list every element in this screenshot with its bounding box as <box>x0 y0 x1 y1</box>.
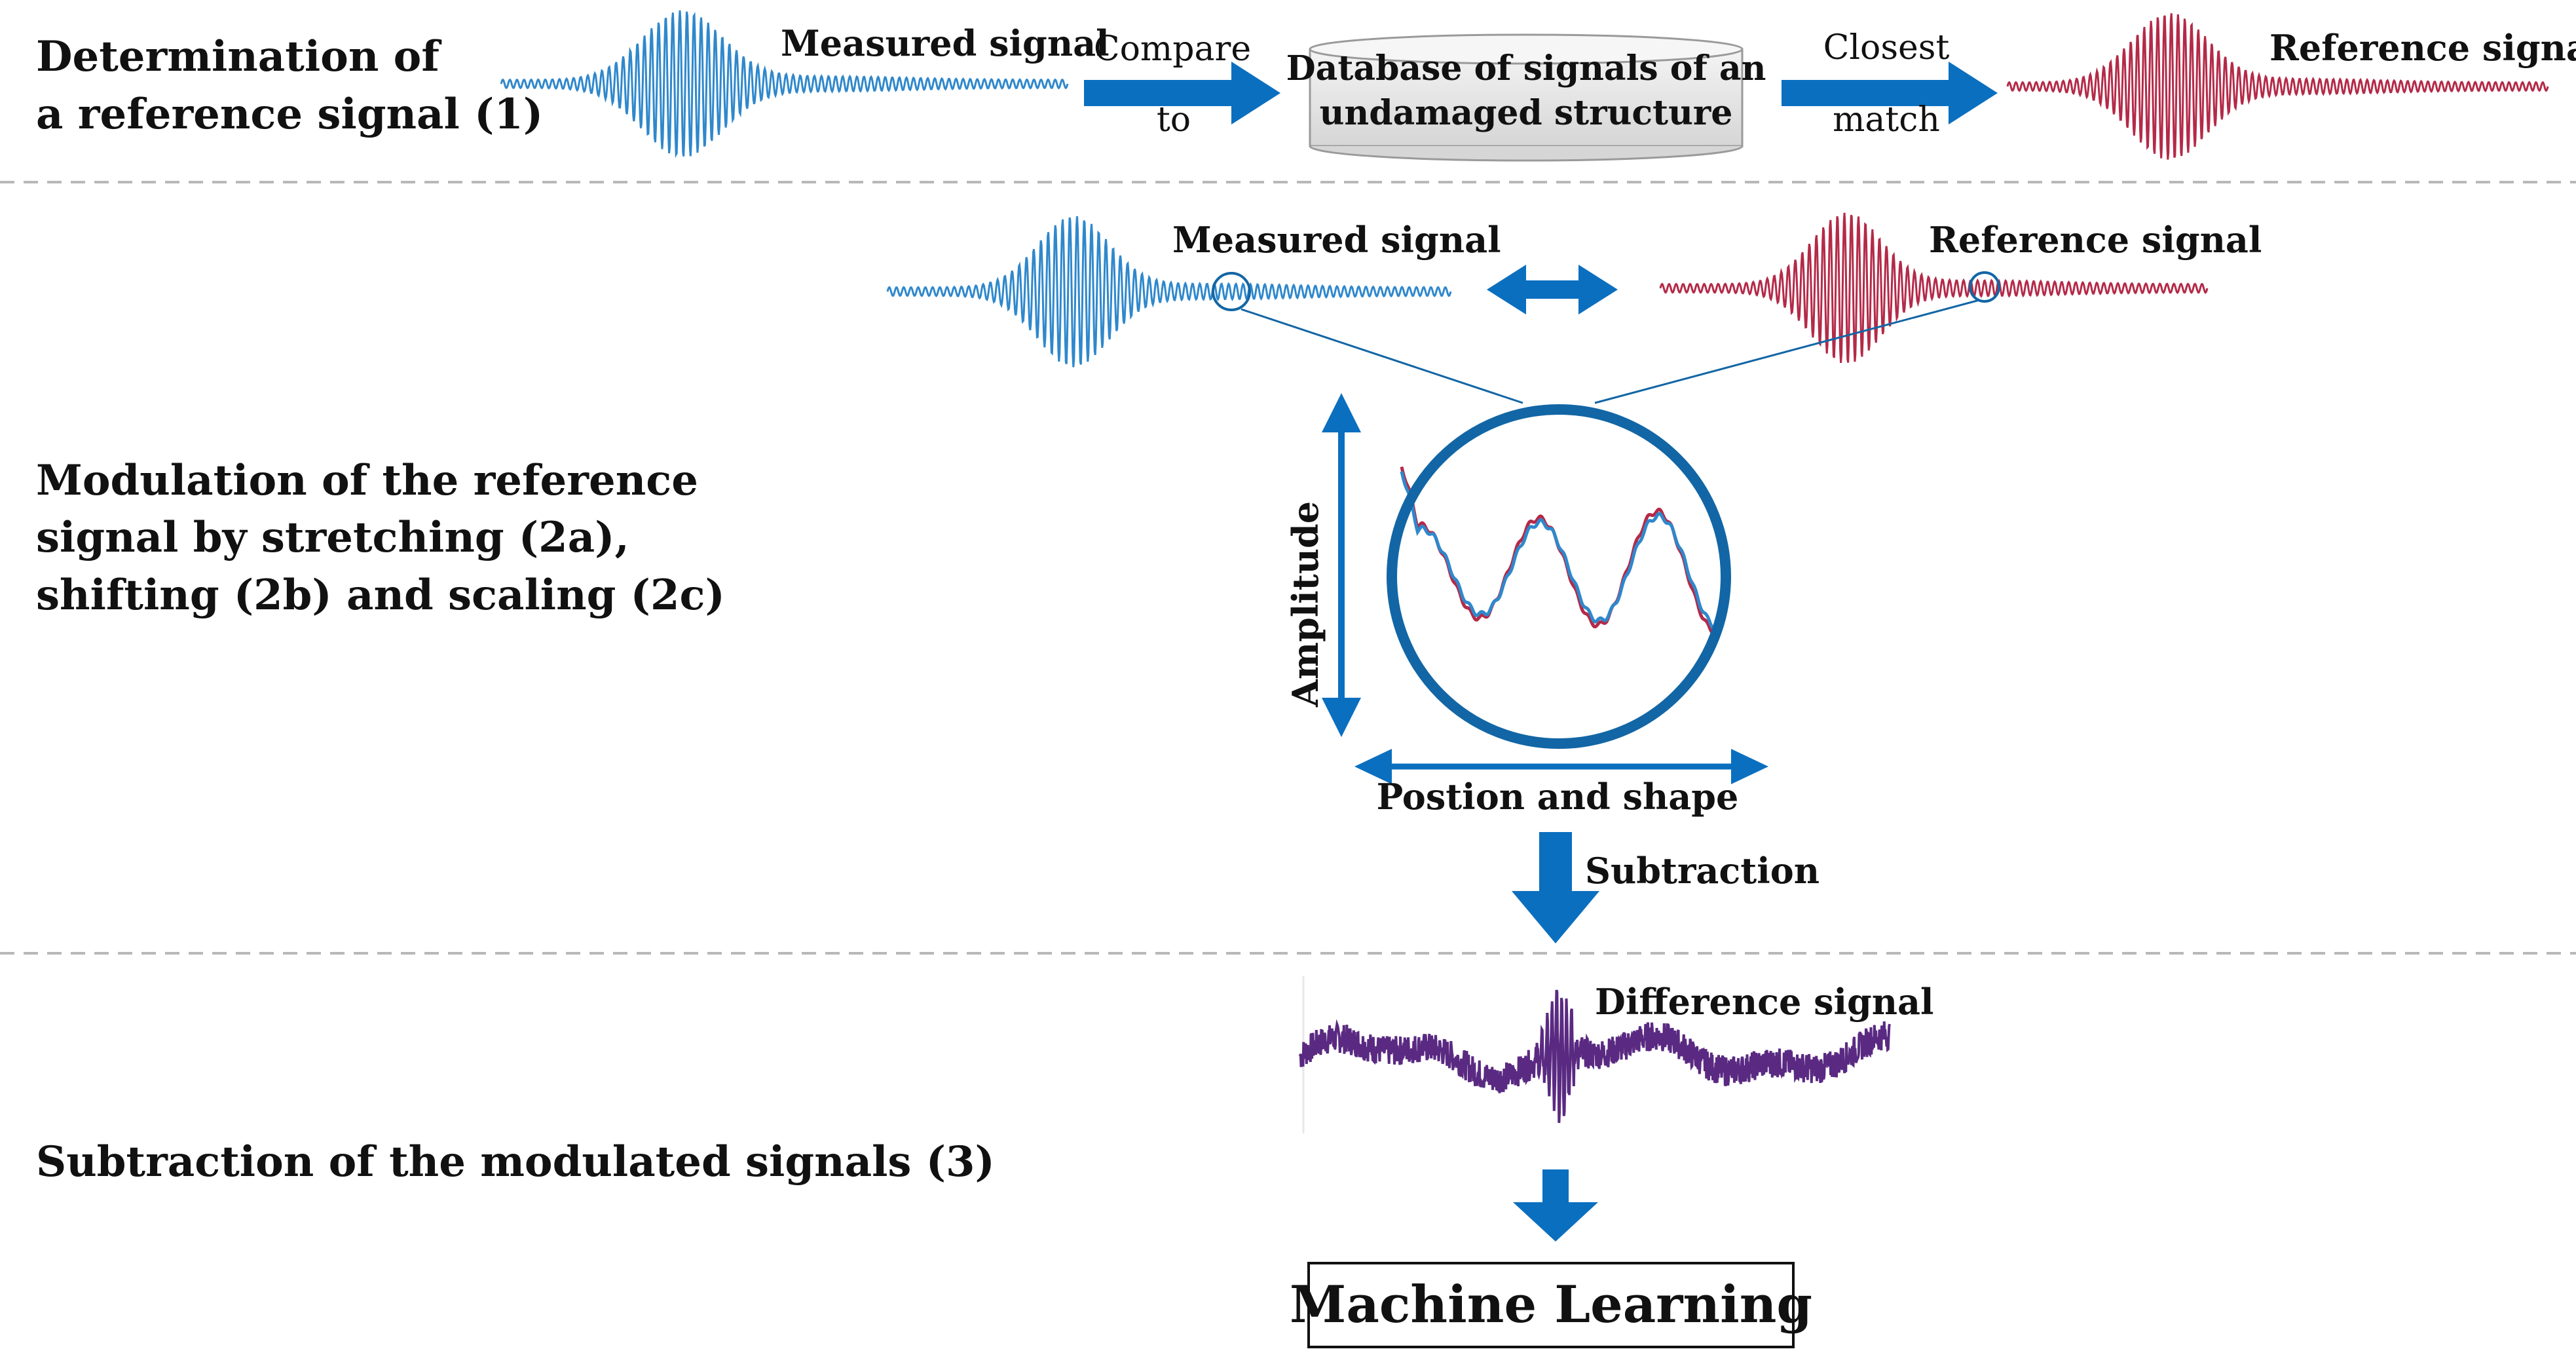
measured-signal-label: Measured signal <box>781 22 1110 64</box>
machine-learning-label: Machine Learning <box>1290 1275 1812 1335</box>
zoom-measured-curve <box>1400 471 1723 630</box>
step3-title: Subtraction of the modulated signals (3) <box>36 1137 995 1186</box>
compare-arrow <box>1084 62 1280 124</box>
amplitude-arrowhead-top <box>1322 393 1361 432</box>
difference-signal-waveform <box>1299 989 1891 1124</box>
compare-label-bottom: to <box>1157 100 1191 140</box>
step1-title-line1: Determination of <box>36 32 441 81</box>
ml-arrow <box>1513 1169 1598 1242</box>
zoom-marker-measured <box>1212 272 1251 311</box>
measured-signal-waveform <box>500 10 1069 159</box>
zoom-line-measured <box>1241 308 1523 404</box>
measured-signal-label-row2: Measured signal <box>1172 219 1501 261</box>
zoom-detail-circle <box>1387 404 1731 749</box>
database-label-line1: Database of signals of an <box>1286 48 1766 88</box>
step2-title-line1: Modulation of the reference <box>36 456 698 505</box>
closest-match-arrow <box>1782 62 1998 124</box>
step2-title-line3: shifting (2b) and scaling (2c) <box>36 571 725 620</box>
step2-title-line2: signal by stretching (2a), <box>36 513 629 562</box>
subtraction-arrow <box>1512 832 1599 943</box>
closest-label-bottom: match <box>1833 100 1940 140</box>
closest-label-top: Closest <box>1823 28 1950 67</box>
database-cylinder <box>1309 33 1744 162</box>
zoom-line-reference <box>1594 299 1980 404</box>
machine-learning-box <box>1307 1262 1795 1348</box>
reference-signal-label: Reference signal <box>2269 27 2576 69</box>
database-label-line2: undamaged structure <box>1320 93 1733 133</box>
reference-signal-waveform <box>2006 13 2549 160</box>
reference-signal-label-row2: Reference signal <box>1929 219 2262 261</box>
subtraction-label: Subtraction <box>1585 850 1820 892</box>
reference-signal-waveform-row2 <box>1659 212 2209 364</box>
step1-title-line2: a reference signal (1) <box>36 90 543 139</box>
position-arrowhead-right <box>1731 749 1768 784</box>
amplitude-arrowhead-bottom <box>1322 698 1361 737</box>
amplitude-label: Amplitude <box>1284 501 1326 708</box>
measured-signal-waveform-row2 <box>886 216 1452 368</box>
position-arrowhead-left <box>1354 749 1392 784</box>
zoom-marker-reference <box>1969 271 2000 303</box>
difference-signal-label: Difference signal <box>1595 981 1934 1023</box>
position-shape-label: Postion and shape <box>1377 776 1739 818</box>
double-arrow-compare <box>1487 265 1618 314</box>
compare-label-top: Compare <box>1094 29 1251 69</box>
